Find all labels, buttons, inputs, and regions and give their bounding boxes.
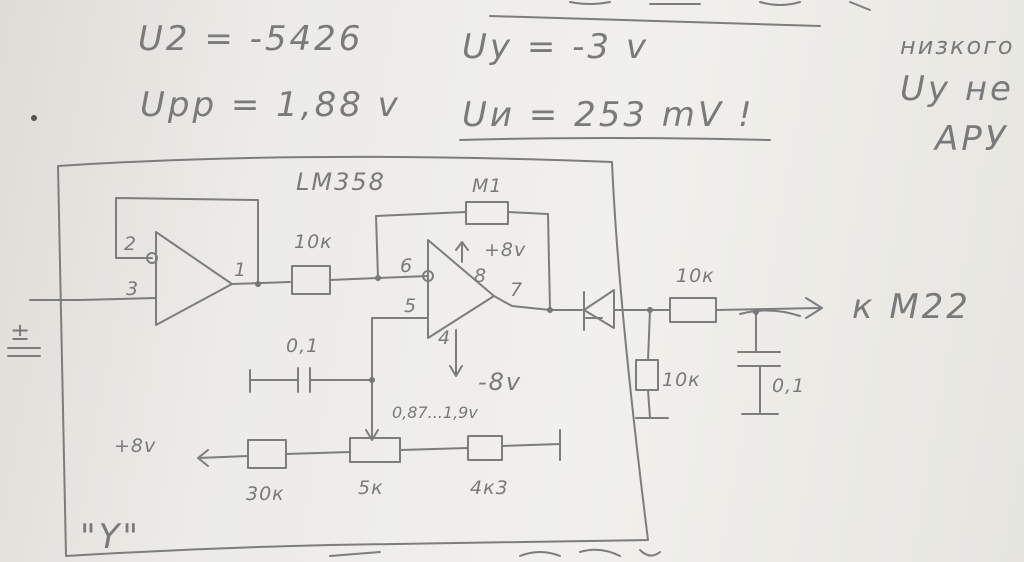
bottom-scribble	[329, 548, 661, 557]
resistor-4k3	[467, 435, 503, 461]
note-ui: Uи = 253 mV !	[462, 95, 755, 135]
vplus-label: +8v	[484, 239, 526, 261]
wire-30k-pot	[285, 451, 351, 455]
resistor-m1-label: М1	[472, 175, 502, 197]
opamp-1-inverting-node	[146, 252, 158, 264]
block-outline	[57, 155, 649, 557]
pot-5k-label: 5к	[358, 477, 384, 499]
ghost-scribble	[739, 309, 801, 317]
wire-pot-4k3	[399, 447, 469, 451]
pot-5k	[349, 437, 401, 463]
resistor-10k-input-label: 10к	[294, 231, 333, 253]
pin-3: 3	[126, 278, 139, 300]
opamp-2-output	[493, 295, 551, 311]
voltage-range-label: 0,87...1,9v	[392, 403, 478, 422]
feedback-loop	[375, 211, 551, 311]
resistor-30k-label: 30к	[246, 483, 285, 505]
resistor-m1-feedback	[465, 201, 509, 225]
pin-5: 5	[404, 295, 417, 317]
note-right-3: АРУ	[933, 119, 1008, 159]
cap-filter	[249, 367, 311, 393]
cap-filter-label: 0,1	[286, 335, 319, 357]
resistor-10k-output	[669, 297, 717, 323]
opamp-2-triangle	[427, 239, 495, 339]
shunt-wire	[635, 309, 669, 419]
ic-label: LM358	[296, 168, 386, 196]
resistor-10k-shunt	[635, 359, 659, 391]
wire-out-2	[715, 297, 823, 319]
pin-4: 4	[438, 327, 451, 349]
resistor-4k3-label: 4к3	[470, 477, 509, 499]
cap-out	[737, 311, 781, 415]
output-destination-label: к М22	[852, 287, 971, 327]
junction-4	[369, 377, 375, 383]
resistor-10k-shunt-label: 10к	[662, 369, 701, 391]
pin-2: 2	[124, 233, 137, 255]
note-underline	[459, 137, 771, 141]
cap-out-label: 0,1	[772, 375, 805, 397]
junction-1	[255, 281, 261, 287]
opamp-1-triangle	[155, 231, 233, 326]
diode	[549, 289, 651, 331]
vminus-label: -8v	[478, 368, 522, 396]
note-upp: Upp = 1,88 v	[140, 85, 401, 125]
block-label-y: "Y"	[80, 517, 141, 557]
resistor-10k-output-label: 10к	[676, 265, 715, 287]
wire-4k3-ground	[501, 429, 561, 461]
pin-7: 7	[510, 279, 523, 301]
pin-6: 6	[400, 255, 413, 277]
top-scribble	[489, 1, 871, 27]
input-wire	[29, 297, 157, 301]
resistor-30k	[247, 439, 287, 469]
opamp-1-feedback	[115, 197, 259, 285]
bullet-dot	[31, 115, 37, 121]
resistor-10k-input	[291, 265, 331, 295]
bias-wire	[371, 317, 429, 439]
supply-left-label: +8v	[114, 435, 156, 457]
vminus-arrow	[449, 329, 463, 377]
pin-1: 1	[234, 259, 247, 281]
note-u2: U2 = -5426	[138, 19, 363, 59]
vplus-arrow	[455, 241, 469, 263]
note-right-1: низкого	[900, 32, 1015, 60]
note-right-2: Uy не	[900, 69, 1014, 109]
pin-8: 8	[474, 265, 487, 287]
opamp-1-output	[231, 281, 291, 285]
input-polarity: ±	[10, 318, 32, 346]
wiper-arrow	[365, 429, 379, 441]
ground-symbol	[7, 347, 41, 357]
note-uy: Uy = -3 v	[462, 27, 649, 67]
supply-arrow	[197, 449, 249, 467]
opamp-2-inverting-node	[422, 270, 434, 282]
